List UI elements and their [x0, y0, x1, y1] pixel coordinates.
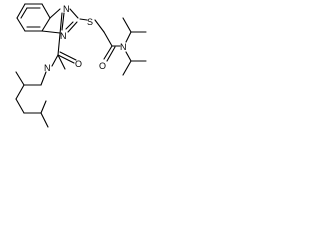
atom-o-amide: O	[99, 61, 106, 71]
atom-n-benzimidazole-top: N	[60, 31, 67, 41]
imidazole-ring	[41, 8, 79, 34]
benzene-ring	[16, 3, 51, 32]
atom-s-thioether: S	[87, 17, 93, 27]
atom-n-amide: N	[120, 42, 127, 52]
ketone-chain	[51, 12, 77, 70]
molecule-structure-diagram: N N S O O N N	[15, 3, 147, 128]
atom-n-piperidine: N	[44, 63, 51, 73]
dimethylpiperidine-ring	[15, 71, 49, 128]
atom-o-ketone: O	[75, 59, 82, 69]
atom-n-benzimidazole-right: N	[63, 4, 70, 14]
thioether-amide-chain	[79, 17, 147, 76]
